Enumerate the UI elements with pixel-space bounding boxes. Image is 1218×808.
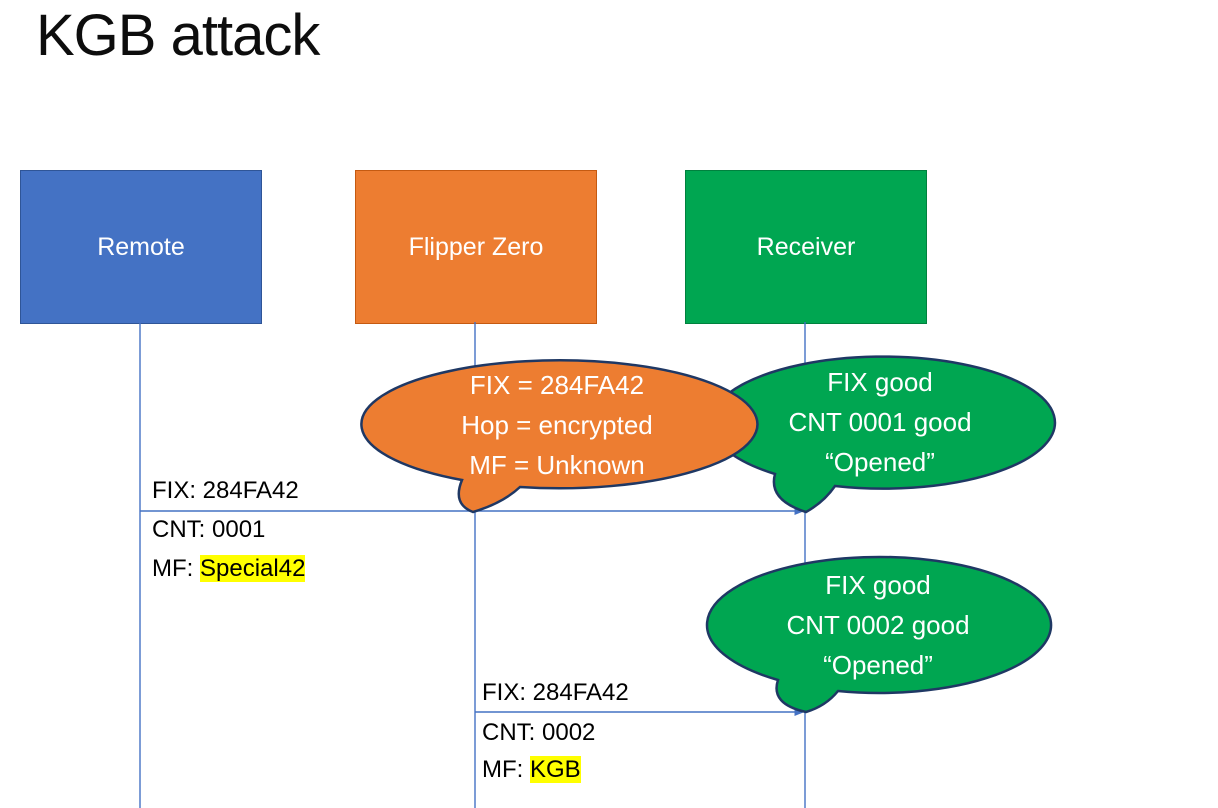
slide-title: KGB attack xyxy=(36,3,320,68)
message2-mf-highlighted-value: KGB xyxy=(530,756,581,783)
message2-fix-label: FIX: 284FA42 xyxy=(482,679,629,706)
message1-cnt-label: CNT: 0001 xyxy=(152,516,266,543)
flipper-speech-bubble xyxy=(360,359,759,514)
receiver-speech-bubble-1 xyxy=(709,355,1057,514)
message2-cnt-label: CNT: 0002 xyxy=(482,719,596,746)
actor-box-receiver: Receiver xyxy=(685,170,927,324)
actor-box-remote: Remote xyxy=(20,170,262,324)
message1-mf-highlighted-value: Special42 xyxy=(200,555,306,582)
message2-mf-label: MF: KGB xyxy=(482,756,581,784)
message1-mf-prefix: MF: xyxy=(152,555,200,582)
message1-fix-label: FIX: 284FA42 xyxy=(152,477,299,504)
message1-mf-label: MF: Special42 xyxy=(152,555,306,583)
actor-label-flipper-zero: Flipper Zero xyxy=(408,232,544,261)
receiver-speech-bubble-2 xyxy=(705,555,1053,714)
actor-box-flipper-zero: Flipper Zero xyxy=(355,170,597,324)
message2-mf-prefix: MF: xyxy=(482,756,530,783)
actor-label-receiver: Receiver xyxy=(756,232,856,261)
actor-label-remote: Remote xyxy=(97,232,185,261)
